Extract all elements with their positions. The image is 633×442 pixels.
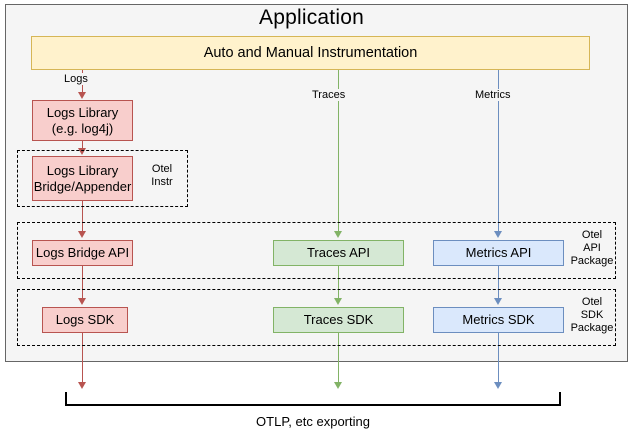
arrowhead-metrics-sdk <box>494 298 502 305</box>
edge-label-logs: Logs <box>62 73 90 85</box>
arrowhead-traces-export <box>334 382 342 389</box>
connector-logs-api-to-sdk <box>82 266 83 299</box>
export-bracket <box>65 392 561 406</box>
auto-manual-instrumentation-box: Auto and Manual Instrumentation <box>31 36 590 70</box>
arrowhead-logs-api <box>78 231 86 238</box>
node-logs-library-bridge-appender[interactable]: Logs Library Bridge/Appender <box>32 156 133 201</box>
node-logs-bridge-api[interactable]: Logs Bridge API <box>32 240 133 266</box>
arrowhead-logs-export <box>78 382 86 389</box>
connector-metrics-sdk-to-export <box>498 333 499 383</box>
export-label: OTLP, etc exporting <box>256 414 370 429</box>
connector-traces-sdk-to-export <box>338 333 339 383</box>
edge-label-traces: Traces <box>310 89 348 101</box>
node-metrics-sdk[interactable]: Metrics SDK <box>433 307 564 333</box>
arrowhead-metrics-export <box>494 382 502 389</box>
group-otel-api-package <box>17 222 616 279</box>
connector-logs-bridge-to-api <box>82 201 83 232</box>
arrowhead-logs-bridge <box>78 148 86 155</box>
connector-traces-instr-to-api <box>338 70 339 232</box>
group-otel-instrumentation <box>17 150 188 207</box>
node-logs-sdk[interactable]: Logs SDK <box>42 307 128 333</box>
node-metrics-api[interactable]: Metrics API <box>433 240 564 266</box>
arrowhead-traces-sdk <box>334 298 342 305</box>
page-title: Application <box>259 6 364 29</box>
group-label-otel-api-package: Otel API Package <box>570 229 614 267</box>
connector-logs-sdk-to-export <box>82 333 83 383</box>
connector-metrics-api-to-sdk <box>498 266 499 299</box>
arrowhead-traces-api <box>334 231 342 238</box>
node-traces-sdk[interactable]: Traces SDK <box>273 307 404 333</box>
arrowhead-logs-library <box>78 92 86 99</box>
connector-traces-api-to-sdk <box>338 266 339 299</box>
edge-label-metrics: Metrics <box>473 89 513 101</box>
group-label-otel-sdk-package: Otel SDK Package <box>570 296 614 334</box>
connector-metrics-instr-to-api <box>498 70 499 232</box>
connector-logs-library-to-bridge <box>82 141 83 149</box>
group-otel-sdk-package <box>17 289 616 346</box>
arrowhead-logs-sdk <box>78 298 86 305</box>
node-logs-library[interactable]: Logs Library (e.g. log4j) <box>32 100 133 141</box>
arrowhead-metrics-api <box>494 231 502 238</box>
group-label-otel-instr: Otel Instr <box>151 163 173 188</box>
node-traces-api[interactable]: Traces API <box>273 240 404 266</box>
